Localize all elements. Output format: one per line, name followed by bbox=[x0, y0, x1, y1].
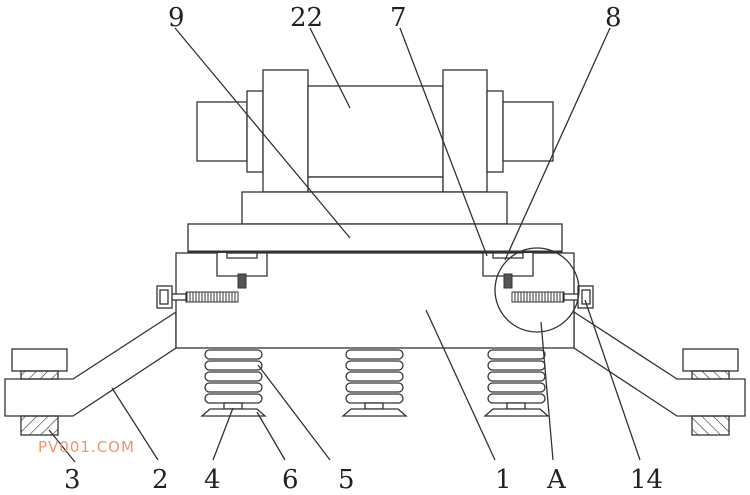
label-7: 7 bbox=[390, 3, 407, 33]
leader-lines bbox=[48, 27, 641, 463]
bellows-spring-middle bbox=[342, 349, 407, 417]
label-14: 14 bbox=[630, 465, 663, 495]
label-2: 2 bbox=[152, 465, 169, 495]
left-slot bbox=[156, 252, 268, 309]
detail-circle-a bbox=[494, 247, 580, 333]
label-4: 4 bbox=[204, 465, 221, 495]
label-6: 6 bbox=[282, 465, 299, 495]
label-5: 5 bbox=[338, 465, 355, 495]
bellows-spring-right bbox=[484, 349, 549, 417]
label-8: 8 bbox=[605, 3, 622, 33]
part-labels: 9 22 7 8 3 2 4 6 5 1 A 14 PV001.COM bbox=[38, 3, 663, 495]
bellows-spring bbox=[200, 349, 267, 417]
mount-plate bbox=[187, 223, 563, 253]
label-1: 1 bbox=[495, 465, 512, 495]
roller-assembly bbox=[196, 69, 554, 193]
right-arm bbox=[573, 310, 746, 436]
watermark: PV001.COM bbox=[38, 438, 135, 456]
label-22: 22 bbox=[290, 3, 323, 33]
left-arm bbox=[4, 310, 177, 436]
label-3: 3 bbox=[64, 465, 81, 495]
label-9: 9 bbox=[168, 3, 185, 33]
label-a: A bbox=[546, 465, 567, 495]
upper-base bbox=[241, 191, 508, 225]
